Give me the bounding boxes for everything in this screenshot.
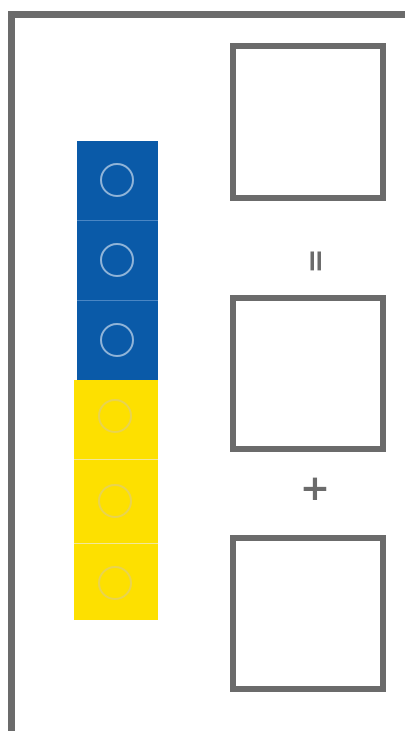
cube-stud-icon xyxy=(100,243,134,277)
frame-left-border xyxy=(8,11,15,731)
blue-cube-3 xyxy=(77,301,158,380)
cube-stud-icon xyxy=(98,566,132,600)
cube-stack xyxy=(74,141,158,620)
yellow-cube-3 xyxy=(74,544,158,620)
cube-stud-icon xyxy=(98,484,132,518)
answer-box-addend-2[interactable] xyxy=(230,535,386,692)
frame-top-border xyxy=(8,11,405,18)
yellow-cube-1 xyxy=(74,380,158,460)
equals-sign: = xyxy=(300,243,330,279)
answer-box-addend-1[interactable] xyxy=(230,295,386,452)
cube-stud-icon xyxy=(100,323,134,357)
plus-sign: + xyxy=(295,471,335,507)
blue-cube-1 xyxy=(77,141,158,221)
blue-cube-2 xyxy=(77,221,158,301)
yellow-cube-2 xyxy=(74,460,158,544)
cube-stud-icon xyxy=(98,399,132,433)
answer-box-total[interactable] xyxy=(230,43,386,201)
cube-stud-icon xyxy=(100,163,134,197)
